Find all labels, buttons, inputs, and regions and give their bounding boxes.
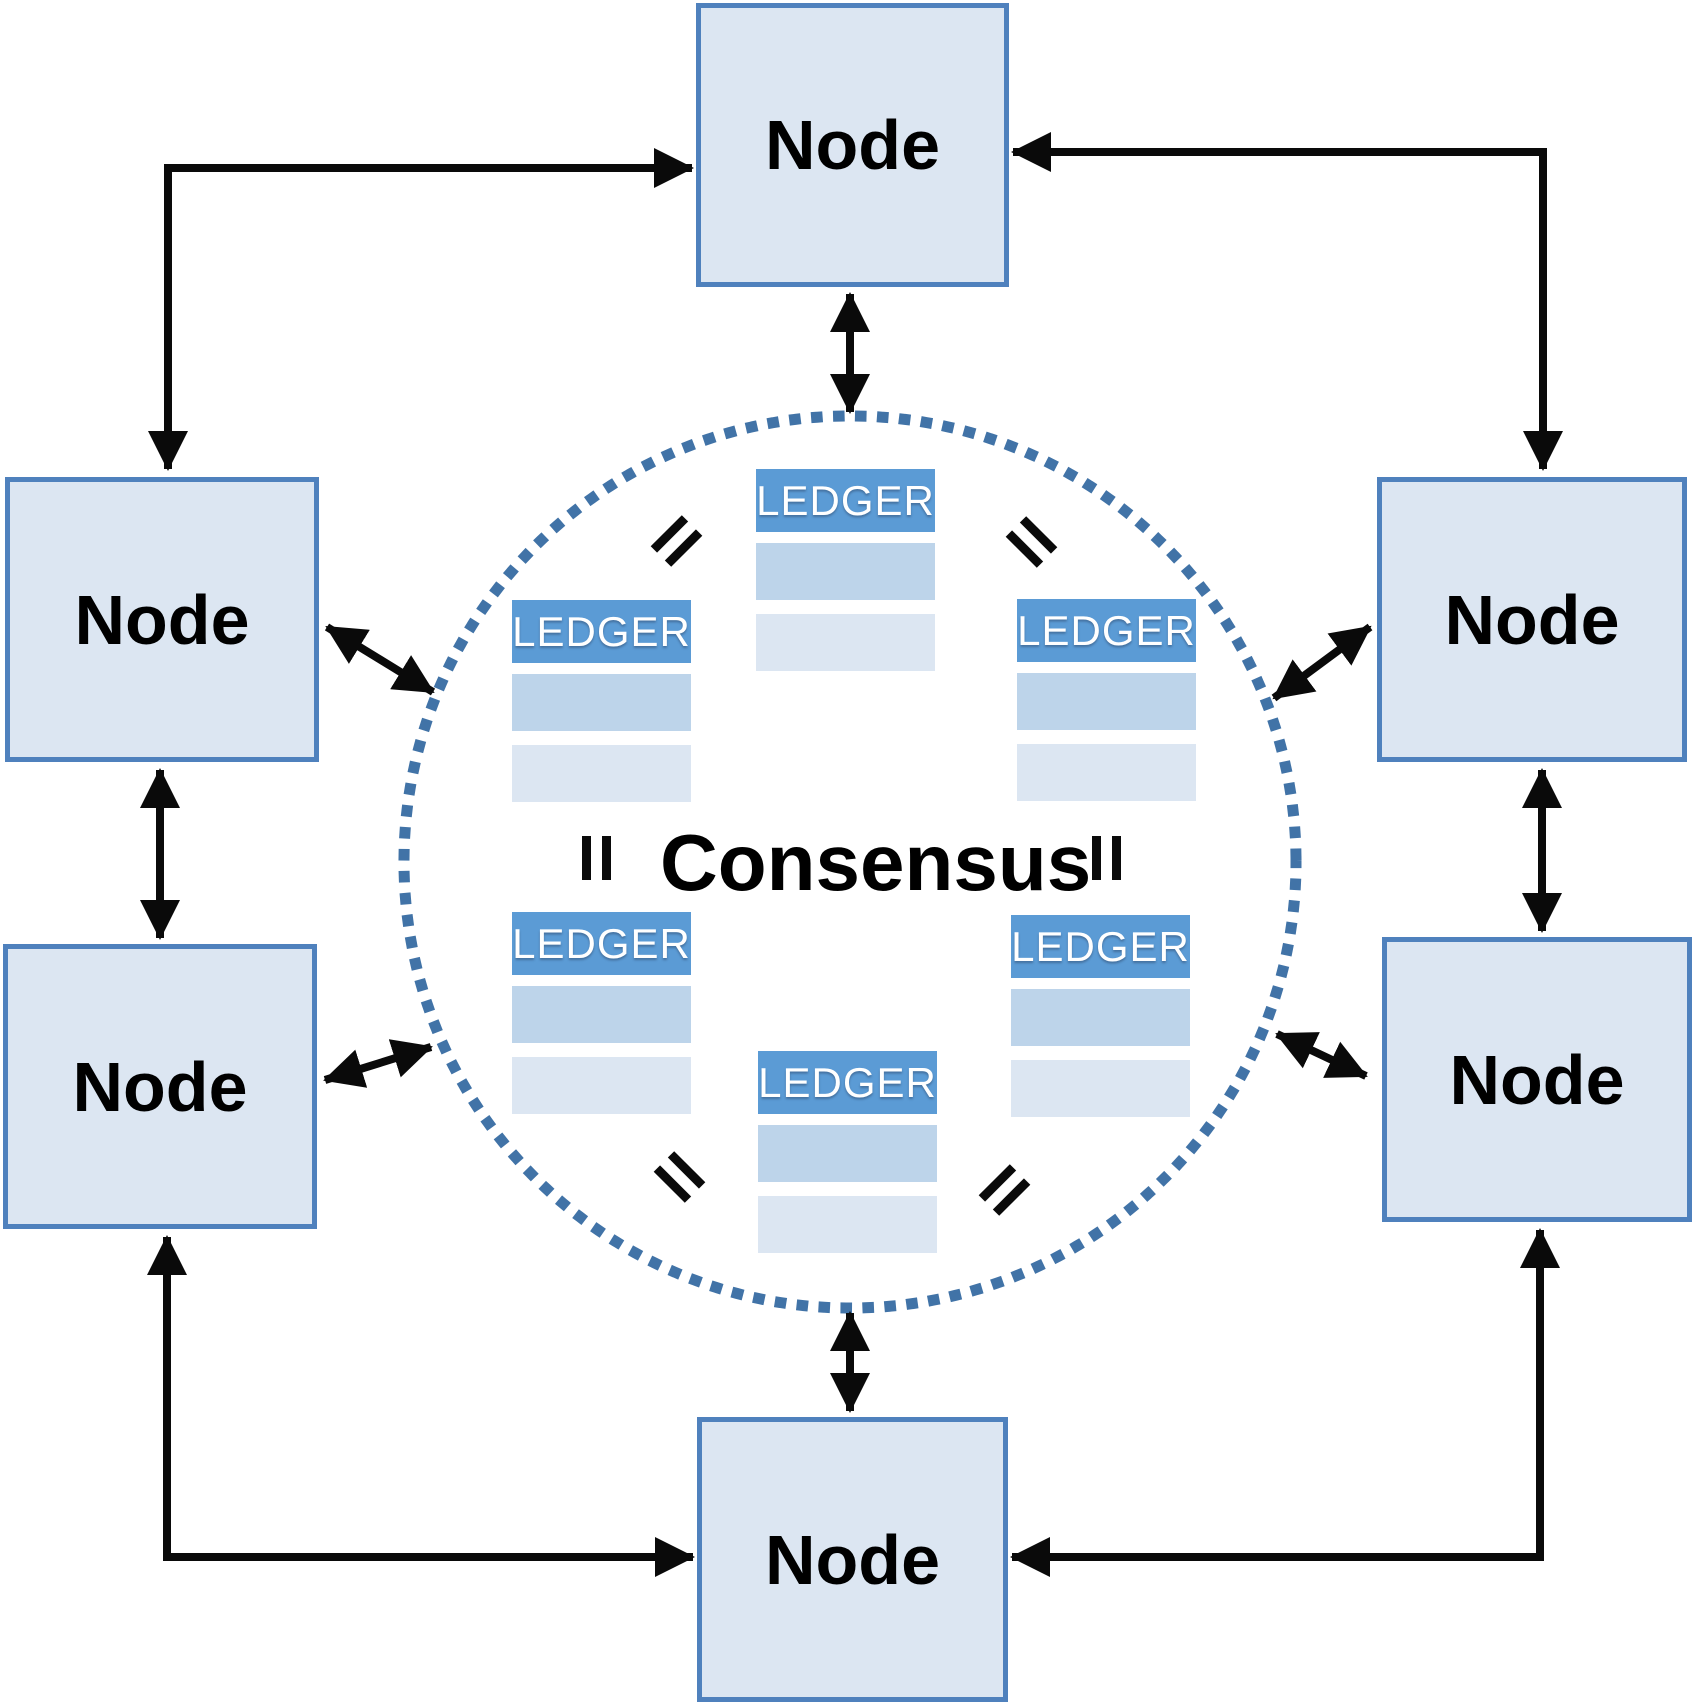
ledger-block-lower-right: LEDGER xyxy=(1011,915,1190,1117)
ledger-header: LEDGER xyxy=(512,912,691,975)
node-box-left-lower: Node xyxy=(3,944,317,1229)
ledger-header: LEDGER xyxy=(758,1051,937,1114)
node-box-right-upper: Node xyxy=(1377,477,1687,762)
node-box-top: Node xyxy=(696,3,1009,287)
double-arrow-left-upper-circle xyxy=(324,623,436,696)
node-label: Node xyxy=(74,580,250,659)
corner-arrow-top-left xyxy=(148,148,694,471)
equals-icon-mid-right xyxy=(1092,836,1121,880)
ledger-row xyxy=(512,745,691,802)
node-label: Node xyxy=(1444,580,1620,659)
node-label: Node xyxy=(1449,1040,1625,1119)
ledger-header: LEDGER xyxy=(756,469,935,532)
consensus-label: Consensus xyxy=(660,818,1092,907)
ledger-header: LEDGER xyxy=(512,600,691,663)
ledger-block-lower-left: LEDGER xyxy=(512,912,691,1114)
node-label: Node xyxy=(72,1047,248,1126)
node-box-right-lower: Node xyxy=(1382,937,1692,1222)
ledger-row xyxy=(756,614,935,671)
ledger-row xyxy=(1017,673,1196,730)
node-box-bottom: Node xyxy=(697,1417,1008,1702)
node-box-left-upper: Node xyxy=(5,477,319,762)
ledger-row xyxy=(1017,744,1196,801)
ledger-block-mid-right: LEDGER xyxy=(1017,599,1196,801)
ledger-row xyxy=(512,986,691,1043)
double-arrow-right-upper-circle xyxy=(1271,623,1373,702)
consensus-dotted-circle-icon xyxy=(398,410,1302,1314)
corner-arrow-bottom-right xyxy=(1010,1228,1560,1577)
ledger-row xyxy=(758,1196,937,1253)
node-label: Node xyxy=(765,106,940,184)
ledger-header: LEDGER xyxy=(1017,599,1196,662)
ledger-block-top-center: LEDGER xyxy=(756,469,935,671)
corner-arrow-top-right xyxy=(1011,132,1563,471)
ledger-row xyxy=(756,543,935,600)
equals-icon-mid-left xyxy=(582,836,611,880)
node-label: Node xyxy=(765,1520,940,1599)
double-arrow-left-lower-circle xyxy=(323,1039,433,1088)
ledger-row xyxy=(1011,1060,1190,1117)
ledger-row xyxy=(1011,989,1190,1046)
corner-arrow-bottom-left xyxy=(147,1235,695,1577)
ledger-header: LEDGER xyxy=(1011,915,1190,978)
ledger-row xyxy=(512,674,691,731)
ledger-block-bottom-center: LEDGER xyxy=(758,1051,937,1253)
double-arrow-right-lower-circle xyxy=(1275,1030,1368,1080)
ledger-row xyxy=(512,1057,691,1114)
ledger-block-mid-left: LEDGER xyxy=(512,600,691,802)
ledger-row xyxy=(758,1125,937,1182)
